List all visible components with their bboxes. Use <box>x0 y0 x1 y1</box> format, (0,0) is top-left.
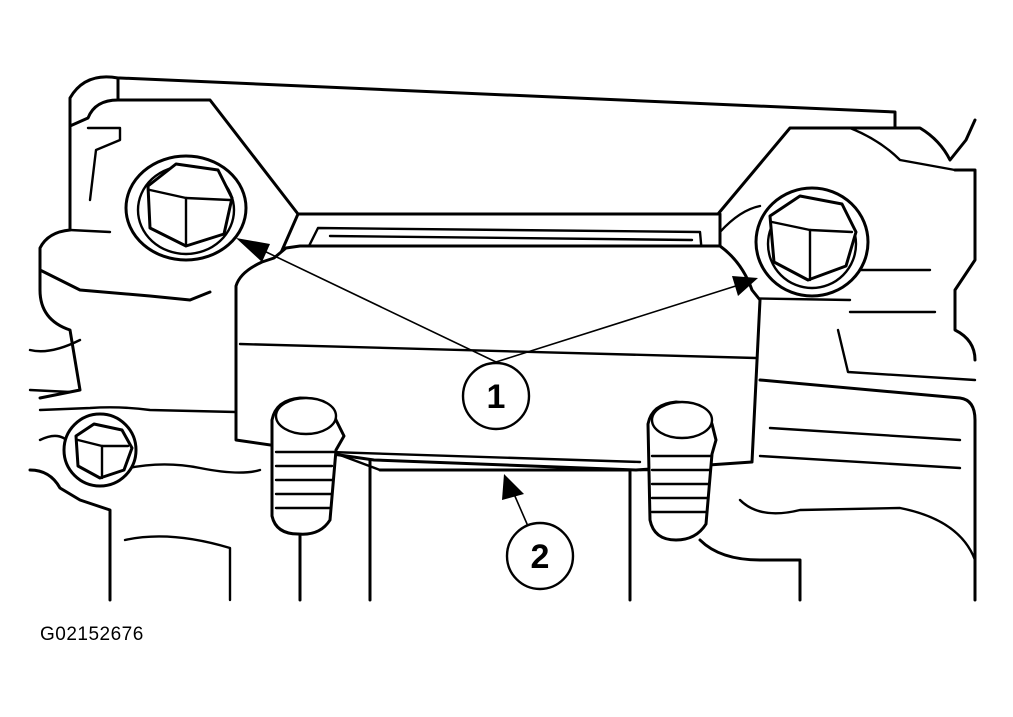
callout-2-number: 2 <box>531 538 550 576</box>
hex-bolt-lower-left <box>62 412 138 488</box>
arrow-bracket <box>502 474 524 500</box>
arrow-right-bolt <box>732 276 758 296</box>
figure-id-label: G02152676 <box>40 624 144 645</box>
callout-1-leaders <box>236 238 758 363</box>
callout-1: 1 <box>461 361 531 431</box>
threaded-stud-right <box>646 400 718 542</box>
arrow-left-bolt <box>236 238 270 262</box>
threaded-stud-left <box>270 396 346 536</box>
hex-bolt-right <box>754 186 870 298</box>
mount-bracket <box>234 244 762 472</box>
hex-bolt-left <box>124 154 248 262</box>
callout-2: 2 <box>505 521 575 591</box>
callout-1-number: 1 <box>487 378 506 416</box>
